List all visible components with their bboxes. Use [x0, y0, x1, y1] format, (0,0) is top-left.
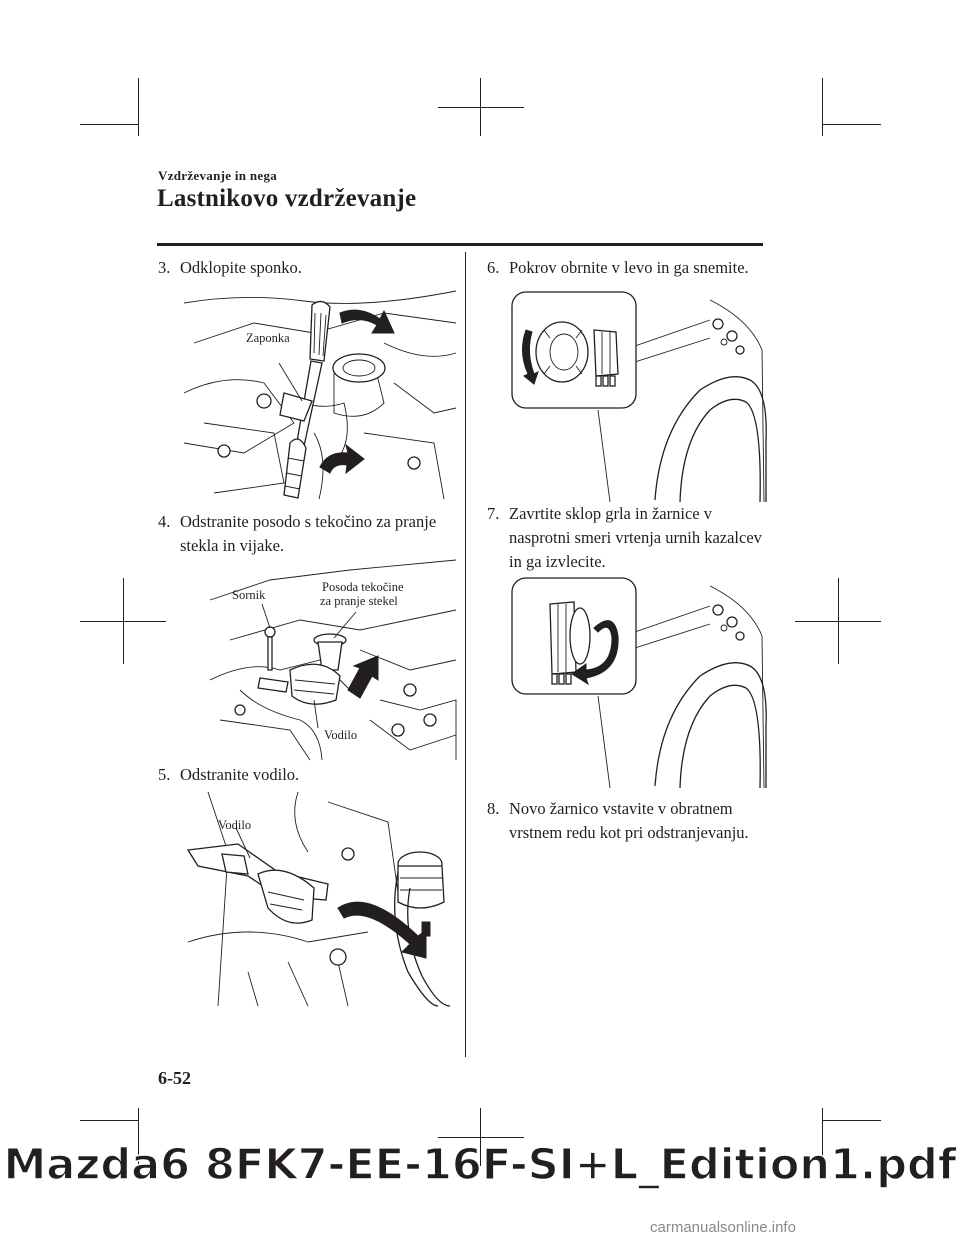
- crop-mark: [822, 78, 823, 136]
- step-text: Novo žarnico vstavite v obratnem: [509, 799, 733, 818]
- step-text: Pokrov obrnite v levo in ga snemite.: [509, 258, 749, 277]
- crop-mark: [123, 578, 124, 664]
- figure-label: Posoda tekočine: [322, 580, 404, 594]
- section-subtitle: Vzdrževanje in nega: [158, 168, 278, 183]
- figure-label: za pranje stekel: [320, 594, 398, 608]
- watermark: carmanualsonline.info: [650, 1219, 796, 1236]
- figure-clip-removal: [183, 290, 457, 500]
- page-number: 6-52: [158, 1068, 191, 1088]
- section-title: Lastnikovo vzdrževanje: [157, 185, 417, 212]
- step-6: 6. Pokrov obrnite v levo in ga snemite.: [487, 256, 749, 280]
- step-7: 7. Zavrtite sklop grla in žarnice v naspr…: [487, 502, 762, 574]
- step-text: Odstranite vodilo.: [180, 765, 300, 784]
- step-text: Odklopite sponko.: [180, 258, 302, 277]
- step-number: 4.: [158, 512, 171, 531]
- crop-mark: [438, 107, 524, 108]
- step-text-continued: vrstnem redu kot pri odstranjevanju.: [509, 823, 749, 842]
- step-number: 8.: [487, 799, 500, 818]
- step-text-continued: stekla in vijake.: [180, 536, 285, 555]
- figure-cover-removal: [511, 291, 767, 503]
- step-number: 6.: [487, 258, 500, 277]
- step-text-continued: in ga izvlecite.: [509, 552, 606, 571]
- crop-mark: [822, 1108, 823, 1166]
- header-rule: [157, 243, 763, 246]
- step-5: 5. Odstranite vodilo.: [158, 763, 299, 787]
- step-number: 5.: [158, 765, 171, 784]
- crop-mark: [823, 124, 881, 125]
- step-number: 7.: [487, 504, 500, 523]
- figure-label: Vodilo: [324, 728, 358, 742]
- step-8: 8. Novo žarnico vstavite v obratnem vrstn…: [487, 797, 749, 845]
- column-divider: [465, 252, 466, 1057]
- step-text: Zavrtite sklop grla in žarnice v: [509, 504, 712, 523]
- figure-label: Sornik: [232, 588, 266, 602]
- figure-bulb-removal: [511, 577, 767, 789]
- crop-mark: [838, 578, 839, 664]
- document-filename: Mazda6 8FK7-EE-16F-SI+L_Edition1.pdf: [3, 1139, 958, 1191]
- step-number: 3.: [158, 258, 171, 277]
- crop-mark: [80, 1120, 138, 1121]
- crop-mark: [438, 1137, 524, 1138]
- step-text: Odstranite posodo s tekočino za pranje: [180, 512, 437, 531]
- step-4: 4. Odstranite posodo s tekočino za pranje…: [158, 510, 436, 558]
- figure-label: Zaponka: [246, 331, 290, 345]
- figure-label: Vodilo: [218, 818, 252, 832]
- figure-guide-removal: [186, 791, 451, 1007]
- figure-washer-tank: [209, 559, 457, 761]
- crop-mark: [823, 1120, 881, 1121]
- step-text-continued: nasprotni smeri vrtenja urnih kazalcev: [509, 528, 762, 547]
- crop-mark: [138, 78, 139, 136]
- crop-mark: [80, 124, 138, 125]
- step-3: 3. Odklopite sponko.: [158, 256, 302, 280]
- crop-mark: [138, 1108, 139, 1166]
